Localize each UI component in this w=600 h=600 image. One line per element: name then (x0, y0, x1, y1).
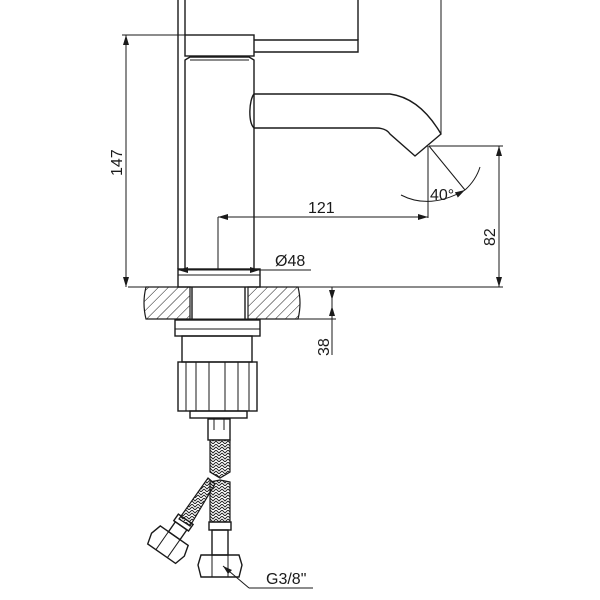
thickness-dimension: 38 (316, 287, 335, 356)
body-column (184, 56, 255, 269)
thread-label: G3/8" (266, 571, 306, 588)
thread-callout: G3/8" (222, 565, 313, 589)
thickness-label: 38 (316, 338, 333, 356)
height-dimension: 147 (109, 34, 185, 287)
spout (249, 0, 442, 157)
supply-hoses (146, 439, 243, 578)
knurled-nut (177, 361, 258, 412)
lever-hub (184, 34, 255, 57)
angle-dimension: 40° (400, 145, 481, 218)
mounting-assembly (174, 319, 261, 441)
diameter-label: Ø48 (275, 253, 305, 270)
spout-height-dimension: 82 (429, 145, 503, 287)
reach-label: 121 (308, 200, 335, 217)
countertop-section (143, 286, 336, 320)
lever-handle (254, 39, 359, 53)
straight-hose-nut (197, 554, 243, 578)
angle-label: 40° (430, 187, 454, 204)
base-plate: Ø48 (177, 253, 311, 288)
reach-dimension: 121 (217, 200, 428, 270)
angled-hose-nut (146, 513, 195, 565)
spout-height-label: 82 (482, 228, 499, 246)
height-label: 147 (109, 149, 126, 176)
faucet-body (177, 0, 359, 269)
